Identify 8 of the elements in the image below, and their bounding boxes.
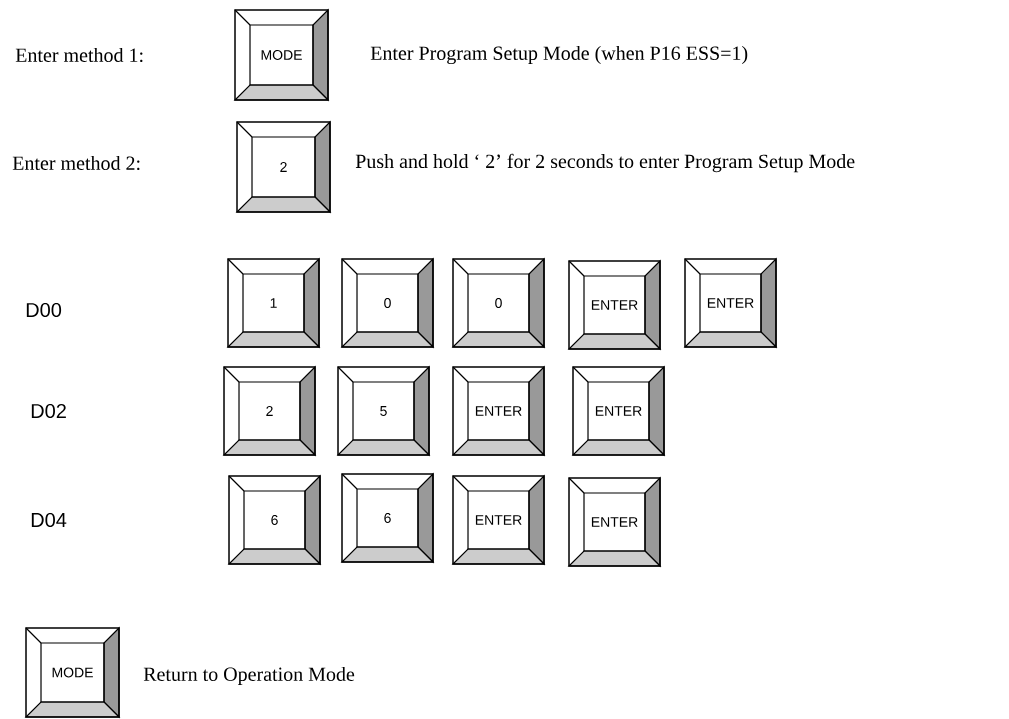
row-label: D04 <box>31 512 67 528</box>
instruction-text: Enter method 1: <box>15 47 143 63</box>
instruction-text: Return to Operation Mode <box>143 666 355 686</box>
row-label: D00 <box>26 302 62 318</box>
instruction-text: Push and hold ‘ 2’ for 2 seconds to enter Program Setup Mode <box>355 153 855 173</box>
instruction-text: Enter Program Setup Mode (when P16 ESS=1) <box>370 45 748 65</box>
row-label: D02 <box>31 403 66 419</box>
instruction-text: Enter method 2: <box>12 155 140 171</box>
